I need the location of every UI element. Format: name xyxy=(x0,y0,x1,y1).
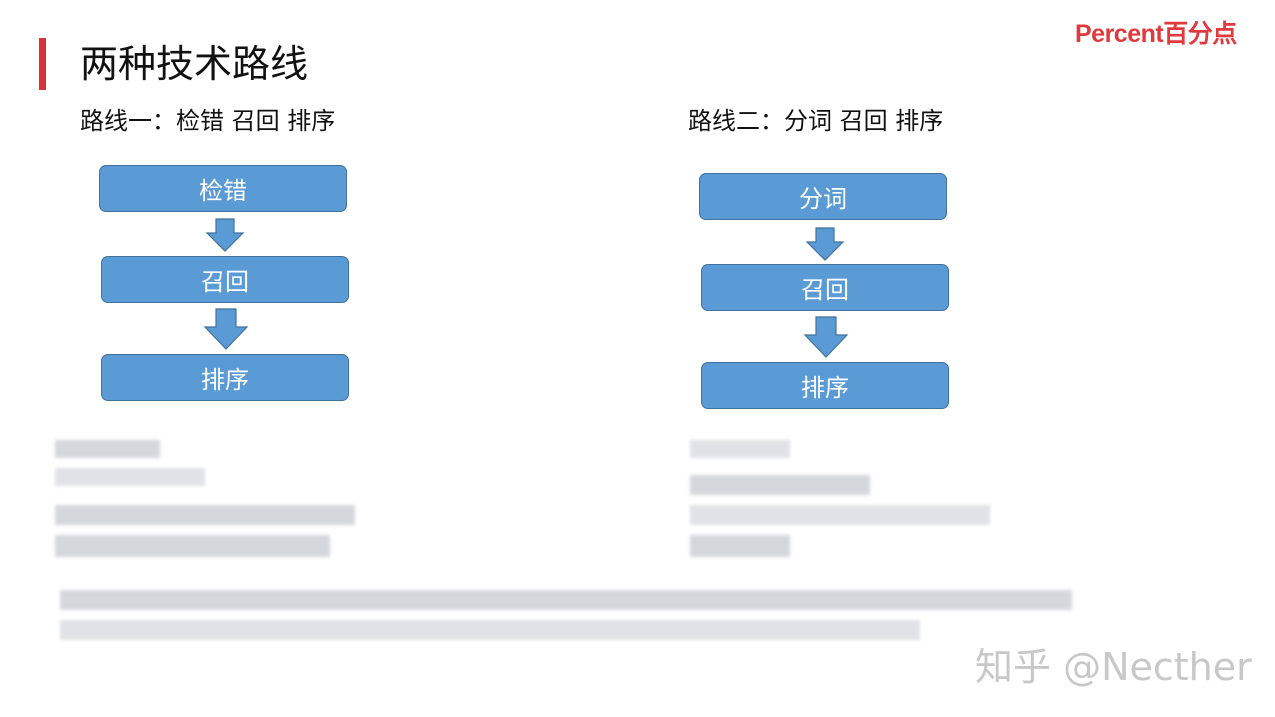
route2-arrow-1-icon xyxy=(805,227,845,261)
route1-step-1-box: 检错 xyxy=(99,165,347,212)
route2-step-3-box: 排序 xyxy=(701,362,949,409)
route2-heading: 路线二：分词 召回 排序 xyxy=(688,107,944,135)
title-accent-bar xyxy=(39,38,46,90)
route1-arrow-2-icon xyxy=(203,308,249,350)
route1-arrow-1-icon xyxy=(205,218,245,252)
brand-logo: Percent百分点 xyxy=(1075,20,1237,48)
route1-heading: 路线一：检错 召回 排序 xyxy=(80,107,336,135)
watermark: 知乎 @Necther xyxy=(975,645,1252,689)
page-title: 两种技术路线 xyxy=(80,42,309,86)
route2-step-1-box: 分词 xyxy=(699,173,947,220)
route2-arrow-2-icon xyxy=(803,316,849,358)
route1-step-3-box: 排序 xyxy=(101,354,349,401)
route1-step-2-box: 召回 xyxy=(101,256,349,303)
route2-step-2-box: 召回 xyxy=(701,264,949,311)
